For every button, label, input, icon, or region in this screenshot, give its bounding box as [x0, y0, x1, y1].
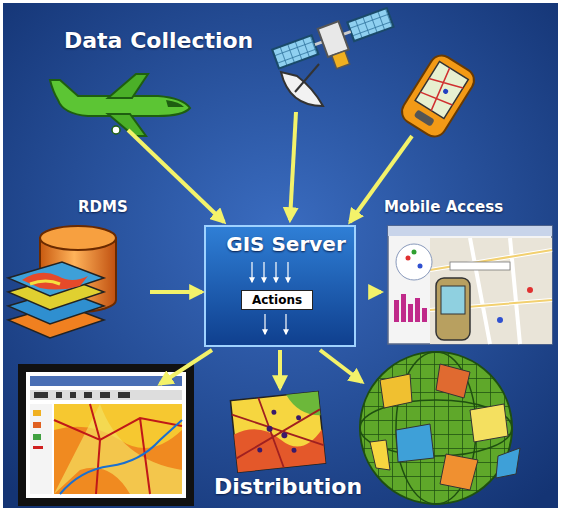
action-box: Actions	[241, 290, 313, 310]
mobile-access-node: Mobile Access	[384, 198, 561, 346]
node-title: Mobile Access	[384, 198, 561, 216]
node-title: GIS Server	[205, 232, 367, 256]
server-box: GIS ServerActions	[205, 226, 367, 346]
section-title: Distribution	[214, 474, 362, 499]
database-node: RDMS	[20, 198, 148, 348]
flow-arrow	[150, 290, 202, 294]
node-title: RDMS	[78, 198, 148, 216]
flow-arrow	[369, 290, 381, 294]
section-title: Data Collection	[64, 28, 253, 53]
action-label: Actions	[252, 293, 302, 307]
